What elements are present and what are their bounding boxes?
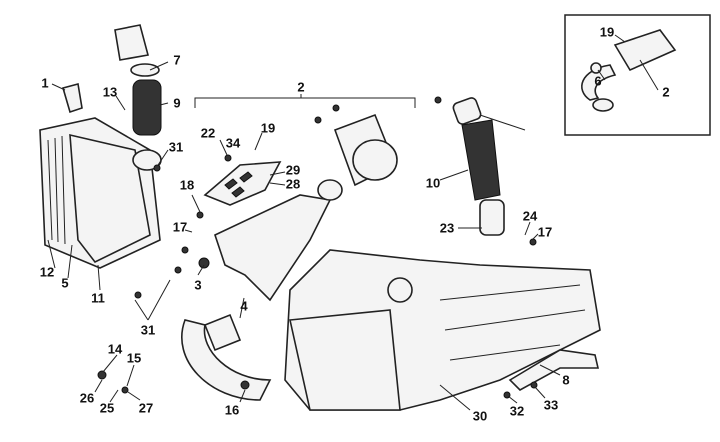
callout-label: 17 <box>537 224 553 240</box>
callout-label: 4 <box>240 298 248 314</box>
callout-label: 8 <box>562 372 570 388</box>
callout-label: 10 <box>425 175 441 191</box>
bracket-2 <box>194 97 416 108</box>
callout-label: 34 <box>225 135 241 151</box>
callout-label: 5 <box>61 275 69 291</box>
callout-label: 29 <box>285 162 301 178</box>
callout-label: 25 <box>99 400 115 416</box>
callout-label: 33 <box>543 397 559 413</box>
callout-label: 26 <box>79 390 95 406</box>
callout-label: 32 <box>509 403 525 419</box>
engine-block <box>284 249 601 411</box>
callout-label: 18 <box>179 177 195 193</box>
callout-label: 31 <box>140 322 156 338</box>
callout-label: 3 <box>194 277 202 293</box>
rear-shock <box>452 97 526 236</box>
air-filter-housing <box>39 117 162 269</box>
callout-label: 7 <box>173 52 181 68</box>
callout-label: 27 <box>138 400 154 416</box>
callout-label: 28 <box>285 176 301 192</box>
callout-label: 6 <box>594 73 602 89</box>
callout-label: 1 <box>41 75 49 91</box>
leader-lines <box>47 61 561 411</box>
callout-label: 30 <box>472 408 488 424</box>
callout-label: 14 <box>107 341 123 357</box>
callout-label: 2 <box>662 84 670 100</box>
callout-label: 19 <box>260 120 276 136</box>
callout-label: 13 <box>102 84 118 100</box>
callout-label: 17 <box>172 219 188 235</box>
exhaust-pipe <box>181 194 332 401</box>
heat-shield <box>203 161 282 206</box>
muffler <box>317 113 398 201</box>
intake-elbow <box>62 83 83 114</box>
kick-start-lever <box>508 349 600 391</box>
callout-label: 9 <box>173 95 181 111</box>
callout-label: 31 <box>168 139 184 155</box>
callout-label: 2 <box>297 79 305 95</box>
small-fasteners <box>97 96 538 399</box>
callout-label: 12 <box>39 264 55 280</box>
callout-label: 19 <box>599 24 615 40</box>
callout-label: 16 <box>224 402 240 418</box>
callout-label: 15 <box>126 350 142 366</box>
callout-label: 24 <box>522 208 538 224</box>
callout-label: 23 <box>439 220 455 236</box>
inset-box <box>564 14 711 136</box>
callout-label: 11 <box>91 290 105 306</box>
callout-label: 22 <box>200 125 216 141</box>
intake-hose <box>114 24 162 136</box>
